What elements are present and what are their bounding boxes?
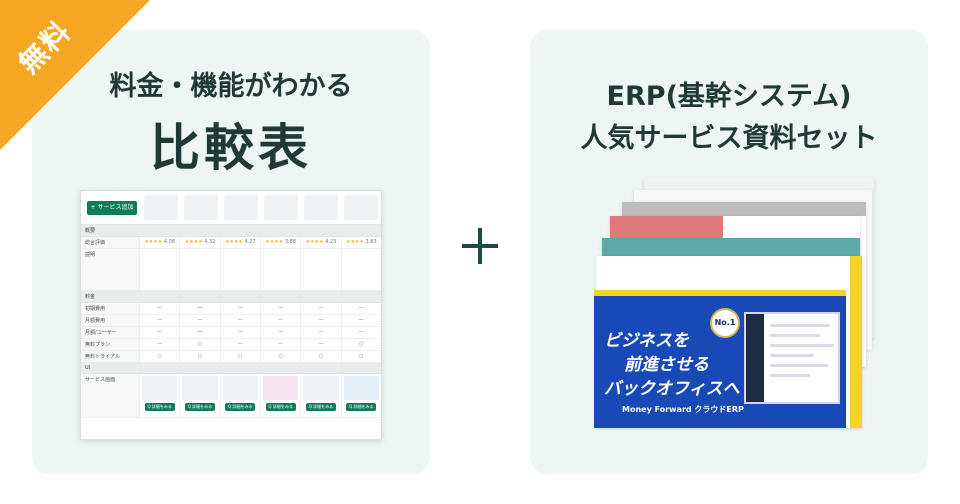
cover-line2: 前進させる xyxy=(624,355,709,375)
plus-icon xyxy=(462,228,498,264)
service-logo xyxy=(144,195,178,220)
table-row: 月額/ユーザー —————— xyxy=(81,327,381,339)
table-row: サービス画面 Q 詳細をみる Q 詳細をみる Q 詳細をみる Q 詳細をみる Q… xyxy=(81,374,381,418)
table-section: 料金 xyxy=(81,291,381,303)
comparison-table-preview: + サービス追加 概要 総合評価 ★★★★ 4.08 ★★★★ 4.32 ★★★… xyxy=(80,190,382,440)
table-section: 概要 xyxy=(81,225,381,237)
service-logo xyxy=(184,195,218,220)
brand-logo: Money Forward クラウドERP xyxy=(622,405,744,414)
right-title-line2: 人気サービス資料セット xyxy=(580,123,878,154)
no1-badge: No.1 xyxy=(710,308,740,338)
cover-line3: バックオフィスへ xyxy=(604,379,740,399)
view-details-button: Q 詳細をみる xyxy=(346,403,377,411)
add-service-button: + サービス追加 xyxy=(87,201,137,215)
left-title-line2: 比較表 xyxy=(150,119,312,177)
table-header: + サービス追加 xyxy=(81,191,381,225)
view-details-button: Q 詳細をみる xyxy=(225,403,256,411)
service-logo xyxy=(344,195,378,220)
left-title-line1: 料金・機能がわかる xyxy=(109,71,353,102)
laptop-screenshot xyxy=(744,312,840,404)
service-logo xyxy=(264,195,298,220)
view-details-button: Q 詳細をみる xyxy=(144,403,175,411)
table-row: 説明 xyxy=(81,249,381,291)
table-row: 初期費用 —————— xyxy=(81,303,381,315)
view-details-button: Q 詳細をみる xyxy=(265,403,296,411)
view-details-button: Q 詳細をみる xyxy=(184,403,215,411)
table-row: 総合評価 ★★★★ 4.08 ★★★★ 4.32 ★★★★ 4.27 ★★★★ … xyxy=(81,237,381,249)
table-row: 無料プラン —○———○ xyxy=(81,339,381,351)
table-row: 無料トライアル ○○○○○○ xyxy=(81,351,381,363)
cover-line1: ビジネスを xyxy=(604,331,689,351)
brochure-cover: ビジネスを 前進させる バックオフィスへ Money Forward クラウドE… xyxy=(594,290,846,428)
table-row: 月額費用 —————— xyxy=(81,315,381,327)
free-ribbon xyxy=(0,0,150,150)
service-logo xyxy=(304,195,338,220)
view-details-button: Q 詳細をみる xyxy=(305,403,336,411)
table-section: UI xyxy=(81,363,381,374)
right-title-line1: ERP(基幹システム) xyxy=(606,81,852,112)
service-logo xyxy=(224,195,258,220)
